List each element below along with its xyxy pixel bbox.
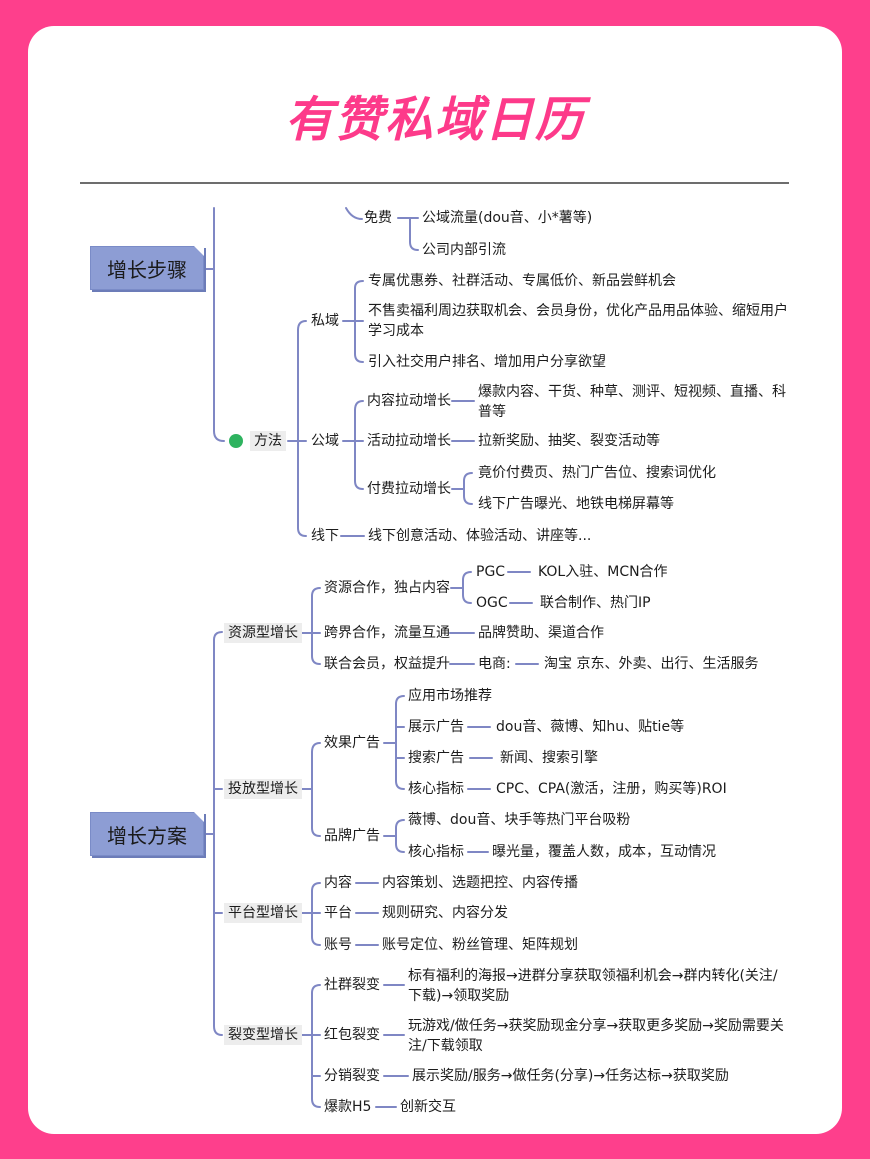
node-public-paid-item-1: 竟价付费页、热门广告位、搜索词优化 <box>478 465 716 481</box>
status-dot-icon <box>229 434 243 448</box>
node-public-paid: 付费拉动增长 <box>367 481 451 497</box>
node-fission: 裂变型增长 <box>224 1025 302 1045</box>
node-public: 公域 <box>311 433 339 449</box>
node-platform-account: 账号 <box>324 937 352 953</box>
node-free-item-1: 公域流量(dou音、小*薯等) <box>422 210 593 226</box>
node-resource-cross: 跨界合作，流量互通 <box>324 625 450 641</box>
node-platform-content: 内容 <box>324 875 352 891</box>
root-node-growth-steps: 增长步骤 <box>90 246 204 290</box>
node-ogc: OGC <box>476 595 508 611</box>
node-offline: 线下 <box>311 528 339 544</box>
node-resource: 资源型增长 <box>224 623 302 643</box>
card <box>28 26 842 1134</box>
node-h5: 爆款H5 <box>324 1099 372 1115</box>
node-platform-account-item: 账号定位、粉丝管理、矩阵规划 <box>382 937 578 953</box>
node-platform-content-item: 内容策划、选题把控、内容传播 <box>382 875 578 891</box>
node-kpi: 核心指标 <box>408 781 464 797</box>
node-brand-ads: 品牌广告 <box>324 828 380 844</box>
node-free: 免费 <box>364 210 392 226</box>
node-display-item: dou音、薇博、知hu、贴tie等 <box>496 719 685 735</box>
node-h5-item: 创新交互 <box>400 1099 456 1115</box>
node-search-item: 新闻、搜索引擎 <box>500 750 598 766</box>
node-offline-item: 线下创意活动、体验活动、讲座等... <box>368 528 592 544</box>
node-free-item-2: 公司内部引流 <box>422 242 506 258</box>
node-private-item-3: 引入社交用户排名、增加用户分享欲望 <box>368 354 606 370</box>
node-ogc-item: 联合制作、热门IP <box>540 595 651 611</box>
node-public-paid-item-2: 线下广告曝光、地铁电梯屏幕等 <box>478 496 674 512</box>
node-appstore: 应用市场推荐 <box>408 688 492 704</box>
page-title: 有赞私域日历 <box>284 92 585 148</box>
node-public-activity: 活动拉动增长 <box>367 433 451 449</box>
node-resource-cross-item: 品牌赞助、渠道合作 <box>478 625 604 641</box>
node-public-content: 内容拉动增长 <box>367 393 451 409</box>
node-private-item-1: 专属优惠券、社群活动、专属低价、新品尝鲜机会 <box>368 273 676 289</box>
node-public-content-item: 爆款内容、干货、种草、测评、短视频、直播、科普等 <box>478 384 786 420</box>
node-pgc-item: KOL入驻、MCN合作 <box>538 564 668 580</box>
node-method: 方法 <box>250 431 286 451</box>
node-redpacket: 红包裂变 <box>324 1027 380 1043</box>
node-redpacket-item: 玩游戏/做任务→获奖励现金分享→获取更多奖励→奖励需要关注/下载领取 <box>408 1018 784 1054</box>
node-resource-coop: 资源合作，独占内容 <box>324 580 450 596</box>
node-ads: 投放型增长 <box>224 779 302 799</box>
node-kpi-item: CPC、CPA(激活，注册，购买等)ROI <box>496 781 727 797</box>
node-brand-kpi: 核心指标 <box>408 844 464 860</box>
node-resource-member: 联合会员，权益提升 <box>324 656 450 672</box>
divider <box>80 182 789 184</box>
node-private: 私域 <box>311 313 339 329</box>
node-brand-item: 薇博、dou音、块手等热门平台吸粉 <box>408 812 631 828</box>
node-private-item-2: 不售卖福利周边获取机会、会员身份，优化产品用品体验、缩短用户学习成本 <box>368 303 788 339</box>
node-distribution: 分销裂变 <box>324 1068 380 1084</box>
node-distribution-item: 展示奖励/服务→做任务(分享)→任务达标→获取奖励 <box>412 1068 729 1084</box>
node-community: 社群裂变 <box>324 977 380 993</box>
node-display: 展示广告 <box>408 719 464 735</box>
node-platform: 平台型增长 <box>224 903 302 923</box>
node-public-activity-item: 拉新奖励、抽奖、裂变活动等 <box>478 433 660 449</box>
node-platform-plat: 平台 <box>324 905 352 921</box>
node-platform-plat-item: 规则研究、内容分发 <box>382 905 508 921</box>
node-ecom: 电商: <box>478 656 511 672</box>
node-community-item: 标有福利的海报→进群分享获取领福利机会→群内转化(关注/下载)→领取奖励 <box>408 968 778 1004</box>
node-ecom-item: 淘宝 京东、外卖、出行、生活服务 <box>544 656 759 672</box>
node-search: 搜索广告 <box>408 750 464 766</box>
node-effect-ads: 效果广告 <box>324 735 380 751</box>
node-pgc: PGC <box>476 564 506 580</box>
root-node-growth-plan: 增长方案 <box>90 812 204 856</box>
node-brand-kpi-item: 曝光量，覆盖人数，成本，互动情况 <box>492 844 716 860</box>
